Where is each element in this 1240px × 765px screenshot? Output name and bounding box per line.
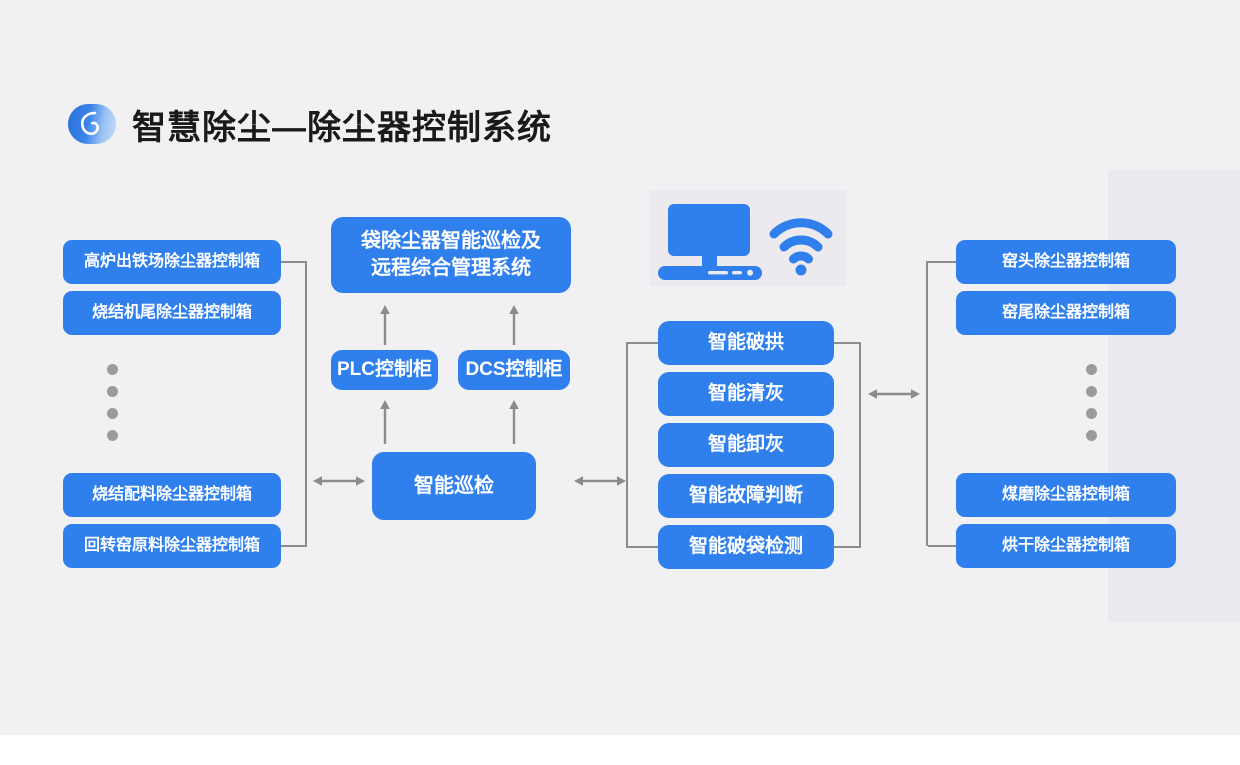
function-box-1[interactable]: 智能破拱: [658, 321, 834, 365]
left-control-box-3[interactable]: 烧结配料除尘器控制箱: [63, 473, 281, 517]
device-illustration: [650, 190, 846, 286]
center-right-bidirectional-arrow-icon: [572, 468, 628, 499]
right-control-box-1[interactable]: 窑头除尘器控制箱: [956, 240, 1176, 284]
function-box-4[interactable]: 智能故障判断: [658, 474, 834, 518]
right-bidirectional-arrow-icon: [866, 381, 922, 412]
left-bracket-top-stub: [281, 261, 307, 263]
inspection-to-plc-arrow-icon: [374, 398, 396, 451]
ellipsis-dot: [107, 386, 118, 397]
function-bracket-top-stub: [626, 342, 660, 344]
function-bracket-spine: [626, 342, 628, 547]
function-right-bottom-stub: [834, 546, 861, 548]
right-control-box-4[interactable]: 烘干除尘器控制箱: [956, 524, 1176, 568]
right-bracket-spine: [926, 261, 928, 546]
right-bracket-top-stub: [928, 261, 956, 263]
function-box-3[interactable]: 智能卸灰: [658, 423, 834, 467]
diagram-canvas: 智慧除尘—除尘器控制系统 高炉出铁场除尘器控制箱 烧结机尾除尘器控制箱 烧结配料…: [0, 0, 1240, 735]
right-control-box-2[interactable]: 窑尾除尘器控制箱: [956, 291, 1176, 335]
right-control-box-3[interactable]: 煤磨除尘器控制箱: [956, 473, 1176, 517]
right-bracket-bottom-stub: [928, 545, 956, 547]
function-bracket-bottom-stub: [626, 546, 660, 548]
swirl-logo-icon: [68, 104, 116, 144]
ellipsis-dot: [107, 408, 118, 419]
system-box-line1: 袋除尘器智能巡检及: [361, 230, 541, 252]
left-bracket-bottom-stub: [281, 545, 307, 547]
wifi-icon: [769, 218, 833, 276]
dcs-to-system-arrow-icon: [503, 303, 525, 352]
desktop-computer-icon: [658, 204, 762, 280]
left-control-box-4[interactable]: 回转窑原料除尘器控制箱: [63, 524, 281, 568]
function-right-spine: [859, 342, 861, 547]
left-bracket-spine: [305, 261, 307, 546]
system-box-line2: 远程综合管理系统: [371, 257, 531, 279]
ellipsis-dot: [1086, 408, 1097, 419]
function-right-top-stub: [834, 342, 861, 344]
function-box-2[interactable]: 智能清灰: [658, 372, 834, 416]
page-title: 智慧除尘—除尘器控制系统: [132, 109, 552, 147]
left-control-box-1[interactable]: 高炉出铁场除尘器控制箱: [63, 240, 281, 284]
system-management-box[interactable]: 袋除尘器智能巡检及 远程综合管理系统: [331, 217, 571, 293]
ellipsis-dot: [1086, 430, 1097, 441]
function-box-5[interactable]: 智能破袋检测: [658, 525, 834, 569]
left-control-box-2[interactable]: 烧结机尾除尘器控制箱: [63, 291, 281, 335]
ellipsis-dot: [1086, 386, 1097, 397]
plc-cabinet-box[interactable]: PLC控制柜: [331, 350, 438, 390]
plc-to-system-arrow-icon: [374, 303, 396, 352]
left-bidirectional-arrow-icon: [311, 468, 367, 499]
ellipsis-dot: [107, 364, 118, 375]
inspection-to-dcs-arrow-icon: [503, 398, 525, 451]
ellipsis-dot: [1086, 364, 1097, 375]
smart-inspection-box[interactable]: 智能巡检: [372, 452, 536, 520]
dcs-cabinet-box[interactable]: DCS控制柜: [458, 350, 570, 390]
ellipsis-dot: [107, 430, 118, 441]
